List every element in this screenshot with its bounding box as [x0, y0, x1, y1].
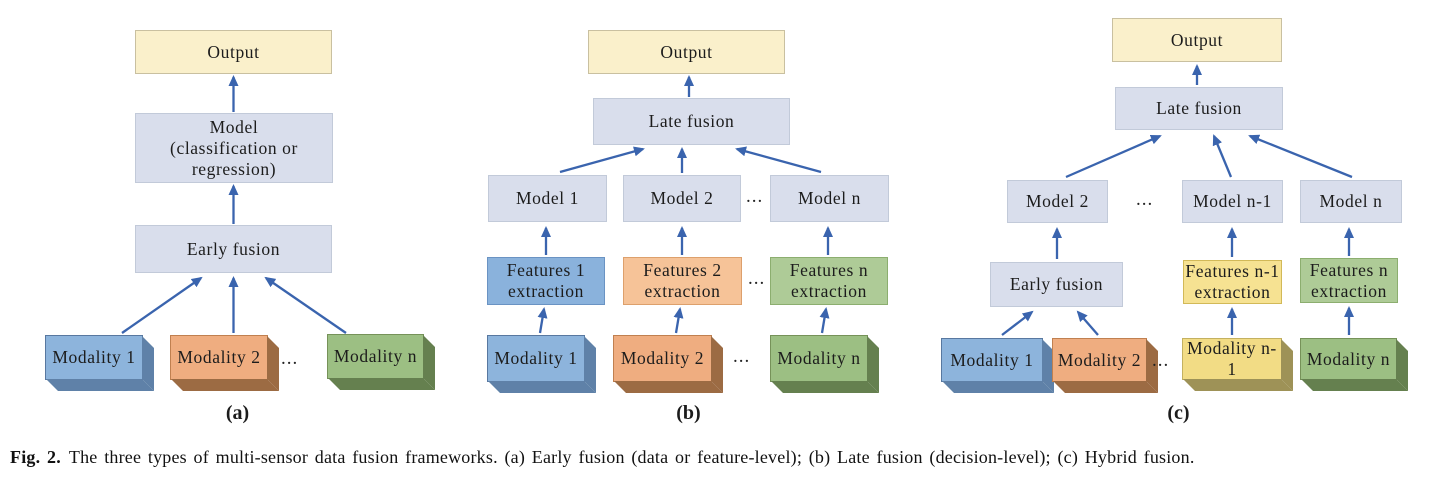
- features-n-line-1: Features n: [789, 260, 869, 280]
- arrow-modalityn-to-earlyfusion-a: [264, 276, 347, 334]
- features-n-line-2: extraction: [791, 281, 867, 301]
- arrow-modality2-to-earlyfusion-c: [1076, 310, 1099, 336]
- arrow-modalityn-to-featuresn-b: [819, 307, 830, 334]
- figure-caption-text: The three types of multi-sensor data fus…: [68, 447, 1195, 467]
- modality-n-box-a: Modality n: [327, 334, 424, 379]
- figure-caption: Fig. 2. The three types of multi-sensor d…: [10, 447, 1446, 468]
- features-n-line-2: extraction: [1311, 280, 1387, 301]
- model-n-label-b: Model n: [797, 188, 861, 208]
- modality-n-1-label-c: Modality n-1: [1187, 338, 1277, 379]
- ellipsis-models-b: ...: [746, 186, 764, 207]
- ellipsis-modalities-b: ...: [733, 346, 751, 367]
- modality-2-box-b: Modality 2: [613, 335, 712, 382]
- features-n-box-c: Features n extraction: [1300, 258, 1398, 303]
- model-box-a: Model (classification or regression): [135, 113, 333, 183]
- modality-1-label-c: Modality 1: [950, 349, 1034, 370]
- features-1-line-2: extraction: [508, 281, 584, 301]
- modality-2-label-b: Modality 2: [620, 348, 705, 368]
- features-2-line-1: Features 2: [643, 260, 722, 280]
- features-1-line-1: Features 1: [506, 260, 586, 280]
- output-box-a: Output: [135, 30, 332, 74]
- arrow-modeln1-to-latefusion-c: [1212, 134, 1233, 178]
- model-n-1-label-c: Model n-1: [1193, 191, 1272, 211]
- panel-label-c: (c): [1167, 402, 1190, 424]
- late-fusion-label-b: Late fusion: [648, 111, 735, 131]
- figure-caption-number: Fig. 2.: [10, 447, 61, 467]
- model-n-box-c: Model n: [1300, 180, 1402, 223]
- model-1-box-b: Model 1: [488, 175, 607, 222]
- model-2-box-b: Model 2: [623, 175, 741, 222]
- arrow-layer: [121, 64, 1354, 336]
- late-fusion-box-c: Late fusion: [1115, 87, 1283, 130]
- arrow-modality1-to-earlyfusion-a: [121, 276, 203, 334]
- modality-2-label-c: Modality 2: [1057, 349, 1142, 370]
- modality-1-box-a: Modality 1: [45, 335, 143, 380]
- late-fusion-box-b: Late fusion: [593, 98, 790, 145]
- output-label-c: Output: [1170, 29, 1224, 50]
- model-2-label-b: Model 2: [650, 188, 714, 208]
- modality-2-box-a: Modality 2: [170, 335, 268, 380]
- model-n-1-box-c: Model n-1: [1182, 180, 1283, 223]
- modality-n-label-b: Modality n: [777, 348, 861, 368]
- arrow-model1-to-latefusion-b: [559, 146, 645, 174]
- modality-n-1-box-c: Modality n-1: [1182, 338, 1282, 380]
- panel-label-b: (b): [676, 402, 701, 424]
- early-fusion-box-a: Early fusion: [135, 225, 332, 273]
- model-2-box-c: Model 2: [1007, 180, 1108, 223]
- panel-label-a: (a): [225, 402, 250, 424]
- modality-1-label-b: Modality 1: [494, 348, 578, 368]
- output-label-a: Output: [207, 41, 260, 62]
- modality-2-label-a: Modality 2: [177, 347, 261, 367]
- features-n-line-1: Features n: [1309, 259, 1389, 280]
- model-2-label-c: Model 2: [1025, 191, 1089, 211]
- late-fusion-label-c: Late fusion: [1156, 98, 1242, 118]
- arrow-modeln-to-latefusion-b: [735, 146, 822, 174]
- features-2-line-2: extraction: [644, 281, 721, 301]
- output-box-c: Output: [1112, 18, 1282, 62]
- ellipsis-features-b: ...: [748, 268, 766, 289]
- model-n-label-c: Model n: [1319, 191, 1383, 211]
- early-fusion-label-c: Early fusion: [1009, 274, 1104, 294]
- output-box-b: Output: [588, 30, 785, 74]
- features-n-box-b: Features n extraction: [770, 257, 888, 305]
- modality-n-label-a: Modality n: [333, 346, 418, 366]
- model-n-box-b: Model n: [770, 175, 889, 222]
- features-1-box-b: Features 1 extraction: [487, 257, 605, 305]
- features-n-1-box-c: Features n-1 extraction: [1183, 260, 1282, 304]
- features-2-box-b: Features 2 extraction: [623, 257, 742, 305]
- arrow-modeln-to-latefusion-c: [1248, 134, 1353, 179]
- modality-n-label-c: Modality n: [1306, 348, 1391, 369]
- features-n-1-line-2: extraction: [1194, 282, 1271, 302]
- model-line-1: Model: [209, 116, 259, 137]
- early-fusion-label-a: Early fusion: [186, 238, 281, 259]
- ellipsis-modalities-c: ...: [1152, 350, 1170, 371]
- modality-n-box-b: Modality n: [770, 335, 868, 382]
- arrows-group: [121, 64, 1354, 336]
- ellipsis-modalities-a: ...: [281, 348, 299, 369]
- arrow-modality1-to-features1-b: [537, 307, 548, 334]
- features-n-1-line-1: Features n-1: [1185, 261, 1280, 281]
- ellipsis-models-c: ...: [1136, 189, 1154, 210]
- arrow-model2-to-latefusion-c: [1065, 134, 1162, 179]
- modality-1-label-a: Modality 1: [52, 347, 136, 367]
- modality-n-box-c: Modality n: [1300, 338, 1397, 380]
- modality-1-box-b: Modality 1: [487, 335, 585, 382]
- modality-2-box-c: Modality 2: [1052, 338, 1147, 382]
- model-line-2: (classification or: [170, 137, 298, 158]
- model-line-3: regression): [191, 158, 277, 179]
- arrow-modality2-to-features2-b: [673, 307, 684, 334]
- early-fusion-box-c: Early fusion: [990, 262, 1123, 307]
- model-1-label-b: Model 1: [515, 188, 579, 208]
- arrow-modality1-to-earlyfusion-c: [1001, 310, 1034, 336]
- modality-1-box-c: Modality 1: [941, 338, 1043, 382]
- output-label-b: Output: [660, 41, 713, 62]
